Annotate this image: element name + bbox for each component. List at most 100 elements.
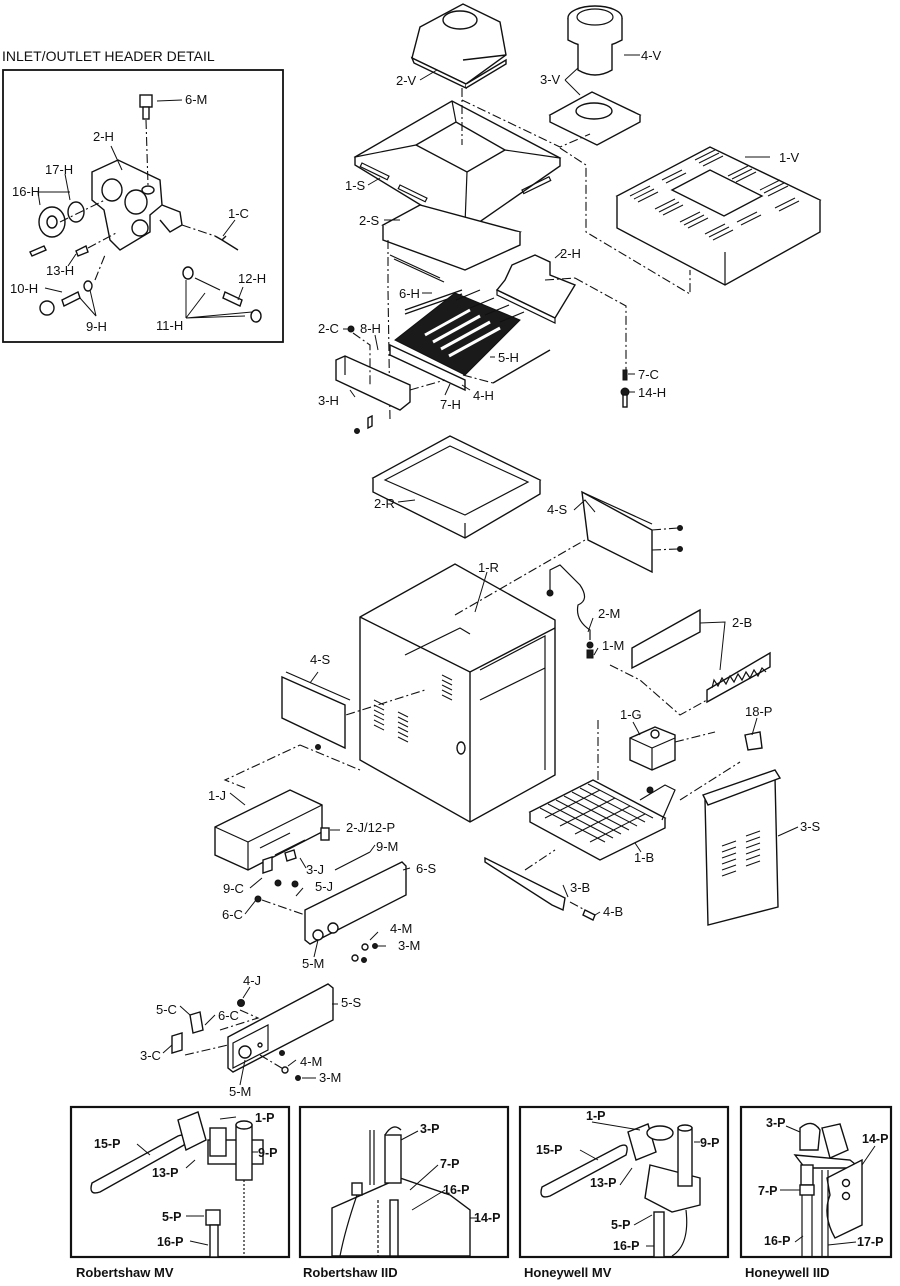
label-15-P: 15-P: [94, 1137, 120, 1151]
label-15-P: 15-P: [536, 1143, 562, 1157]
label-13-P: 13-P: [152, 1166, 178, 1180]
label-11-H: 11-H: [156, 318, 183, 333]
label-1-G: 1-G: [620, 707, 642, 722]
label-16-H: 16-H: [12, 184, 40, 199]
label-4-H: 4-H: [473, 388, 494, 403]
label-16-P: 16-P: [613, 1239, 639, 1253]
label-14-P: 14-P: [862, 1132, 888, 1146]
label-3-C: 3-C: [140, 1048, 161, 1063]
label-7-P: 7-P: [440, 1157, 459, 1171]
gas-valve-1g: [629, 726, 676, 771]
label-4-B: 4-B: [603, 904, 623, 919]
baffle-5h: [492, 349, 551, 384]
label-5-J: 5-J: [315, 879, 333, 894]
label-7-H: 7-H: [440, 397, 461, 412]
label-17-H: 17-H: [45, 162, 73, 177]
sensor-1c: [214, 235, 239, 251]
vent-adapter-3v: [548, 91, 642, 146]
label-4-S-left: 4-S: [310, 652, 331, 667]
label-5-C: 5-C: [156, 1002, 177, 1017]
label-1-P: 1-P: [586, 1109, 605, 1123]
label-3-S: 3-S: [800, 819, 821, 834]
label-5-P: 5-P: [611, 1218, 630, 1232]
label-1-R: 1-R: [478, 560, 499, 575]
baffle-2b: [631, 608, 771, 704]
gasket-17h: [67, 201, 85, 223]
label-9-P: 9-P: [700, 1136, 719, 1150]
inset-title: INLET/OUTLET HEADER DETAIL: [2, 48, 215, 64]
switch-2j-12p: [320, 827, 330, 841]
label-6-H: 6-H: [399, 286, 420, 301]
label-5-H: 5-H: [498, 350, 519, 365]
label-1-C: 1-C: [228, 206, 249, 221]
vent-hood-2v: [410, 3, 507, 90]
label-6-M: 6-M: [185, 92, 207, 107]
part-5c: [189, 1011, 204, 1034]
caption-robertshaw-iid: Robertshaw IID: [303, 1265, 398, 1280]
label-4-M-lower: 4-M: [300, 1054, 322, 1069]
caption-robertshaw-mv: Robertshaw MV: [76, 1265, 174, 1280]
pilot-detail-robertshaw-mv: 15-P 1-P 9-P 13-P 5-P 16-P: [69, 1105, 291, 1259]
spring-12h: [222, 291, 243, 307]
part-9c: [262, 856, 273, 874]
label-7-C: 7-C: [638, 367, 659, 382]
label-5-S: 5-S: [341, 995, 362, 1010]
spring-10h: [61, 291, 81, 307]
tube-bundle: [389, 289, 525, 392]
label-16-P: 16-P: [764, 1234, 790, 1248]
baffle-6h: [404, 289, 463, 311]
bracket-18p: [744, 731, 763, 751]
cap-10h: [39, 300, 55, 316]
part-3j: [284, 849, 297, 862]
sensor-9m: [334, 851, 371, 871]
label-6-C-lower: 6-C: [218, 1008, 239, 1023]
header-2h: [495, 254, 577, 324]
gas-tube-2m: [546, 564, 594, 659]
label-13-P: 13-P: [590, 1176, 616, 1190]
label-17-P: 17-P: [857, 1235, 883, 1249]
part-3c: [171, 1032, 183, 1054]
label-3-B: 3-B: [570, 880, 590, 895]
draft-hood-base-2s: [381, 204, 522, 283]
bolt: [29, 245, 47, 257]
burner-rail-3b: [484, 856, 566, 912]
label-5-M-upper: 5-M: [302, 956, 324, 971]
side-panel-4s-left: [281, 671, 351, 750]
valve-6m: [139, 94, 153, 120]
label-3-M-lower: 3-M: [319, 1070, 341, 1085]
label-5-M-lower: 5-M: [229, 1084, 251, 1099]
label-13-H: 13-H: [46, 263, 74, 278]
label-2-R: 2-R: [374, 496, 395, 511]
label-1-J: 1-J: [208, 788, 226, 803]
label-10-H: 10-H: [10, 281, 38, 296]
panel-5s: [227, 983, 334, 1073]
label-2-S: 2-S: [359, 213, 380, 228]
label-12-H: 12-H: [238, 271, 266, 286]
label-4-J: 4-J: [243, 973, 261, 988]
label-8-H: 8-H: [360, 321, 381, 336]
label-3-H: 3-H: [318, 393, 339, 408]
label-4-V: 4-V: [641, 48, 662, 63]
caption-honeywell-mv: Honeywell MV: [524, 1265, 612, 1280]
label-7-P: 7-P: [758, 1184, 777, 1198]
label-2-H-main: 2-H: [560, 246, 581, 261]
top-cover-1v: [615, 146, 822, 286]
side-panel-4s-right: [581, 490, 653, 574]
label-2-M: 2-M: [598, 606, 620, 621]
label-16-P: 16-P: [157, 1235, 183, 1249]
label-1-S: 1-S: [345, 178, 366, 193]
caption-honeywell-iid: Honeywell IID: [745, 1265, 830, 1280]
screw-13h: [75, 245, 89, 257]
label-1-V: 1-V: [779, 150, 800, 165]
bracket-3h: [335, 355, 411, 411]
bolt-7c-14h: [620, 369, 630, 408]
label-3-P: 3-P: [766, 1116, 785, 1130]
pilot-detail-honeywell-mv: 1-P 15-P 9-P 13-P 5-P 16-P: [518, 1105, 730, 1259]
label-14-P: 14-P: [474, 1211, 500, 1225]
label-9-P: 9-P: [258, 1146, 277, 1160]
orifice-4b: [582, 909, 596, 921]
label-14-H: 14-H: [638, 385, 666, 400]
label-1-P: 1-P: [255, 1111, 274, 1125]
label-16-P: 16-P: [443, 1183, 469, 1197]
